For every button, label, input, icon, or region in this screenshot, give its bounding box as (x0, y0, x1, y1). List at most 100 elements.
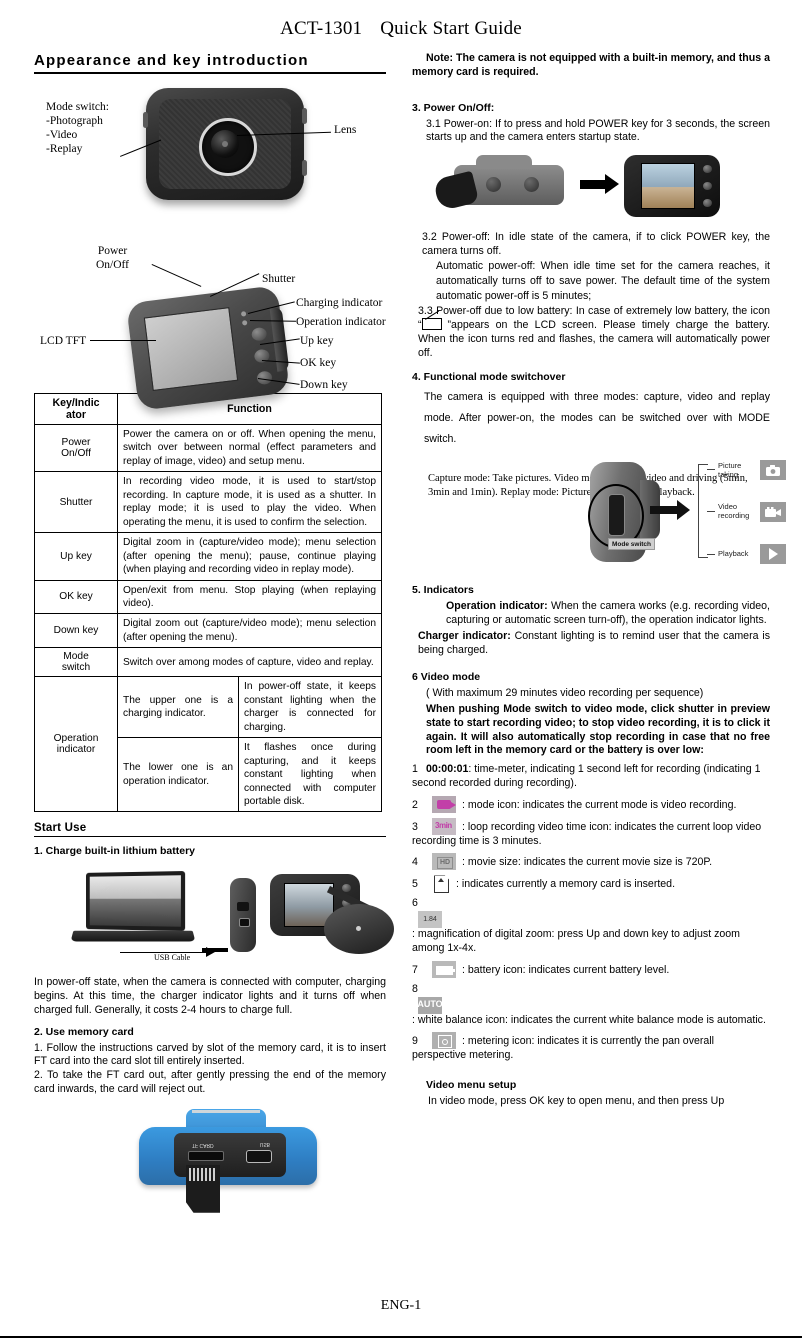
video-mode-heading: 6 Video mode (412, 671, 481, 684)
low-battery-text-part1: 3.3 Power-off due to low battery: In cas… (418, 304, 770, 332)
laptop-base (70, 931, 196, 942)
osd-text-5: : indicates currently a memory card is i… (456, 878, 676, 891)
row-key-power: Power On/Off (34, 423, 118, 473)
usb-cable-label: USB Cable (154, 953, 191, 963)
hand-pressing-power (432, 170, 480, 212)
row-key-power-line2: On/Off (61, 448, 91, 460)
power-leader-line (151, 264, 202, 287)
operation-indicator-paragraph: Operation indicator: When the camera wor… (446, 600, 770, 628)
mode-switch-illustration: Capture mode: Take pictures. Video mode:… (412, 456, 786, 572)
guide-name: Quick Start Guide (380, 18, 522, 39)
low-battery-text-part2: ”appears on the LCD screen. Please timel… (418, 319, 770, 359)
osd-number-3: 3 (412, 820, 418, 833)
charging-illustration: USB Cable (34, 864, 394, 972)
row-key-operation-line2: indicator (56, 744, 96, 756)
memory-note: Note: The camera is not equipped with a … (412, 52, 770, 78)
right-column: Note: The camera is not equipped with a … (412, 52, 786, 1109)
camera-dial-right (524, 177, 539, 193)
osd-text-4: : movie size: indicates the current movi… (462, 856, 713, 869)
osd-text-2: : mode icon: indicates the current mode … (462, 798, 737, 811)
row-key-operation-line1: Operation (53, 733, 99, 745)
camera-top-strip (192, 1109, 260, 1113)
memory-card-icon (432, 875, 450, 894)
mode-switch-arrow (650, 500, 690, 521)
camera-powered-on (624, 155, 720, 218)
power-on-arrow (580, 174, 619, 195)
row-key-up: Up key (34, 532, 118, 581)
tf-memory-card (186, 1164, 220, 1213)
osd-item-5: 5: indicates currently a memory card is … (412, 875, 770, 894)
operation-indicator-text: When the camera works (e.g. recording vi… (446, 600, 770, 627)
charger-indicator-paragraph: Charger indicator: Constant lighting is … (418, 630, 770, 658)
up-key-button[interactable] (250, 326, 268, 342)
osd-text-1: : time-meter, indicating 1 second left f… (412, 763, 761, 789)
auto-power-off-text: Automatic power-off: When idle time set … (436, 259, 770, 303)
table-header-key-line1: Key/Indic (52, 397, 100, 409)
row-key-operation-indicator: Operation indicator (34, 676, 118, 813)
operation-callout-label: Operation indicator (296, 316, 386, 328)
laptop-lid (86, 871, 186, 932)
charging-indicator-led (240, 311, 247, 317)
page-title: ACT-1301 Quick Start Guide (0, 18, 802, 40)
row-function-down: Digital zoom out (capture/video mode); m… (117, 613, 382, 649)
power-off-text: 3.2 Power-off: In idle state of the came… (422, 231, 770, 257)
charger-indicator-text: Constant lighting is to remind user that… (418, 629, 770, 656)
key-function-table: Key/Indic ator Function Power On/Off Pow… (34, 393, 382, 813)
operation-indicator-label: Operation indicator: (446, 600, 548, 613)
model-number: ACT-1301 (280, 18, 363, 39)
camera-side-button-right-2 (302, 160, 307, 176)
tf-card-port-label: TF CARD (192, 1141, 214, 1148)
play-icon (760, 544, 786, 565)
table-row: Shutter In recording video mode, it is u… (34, 471, 382, 534)
osd-number-1: 1 (412, 763, 418, 776)
memory-card-item-1: 1. Follow the instructions carved by slo… (34, 1041, 386, 1068)
osd-number-2: 2 (412, 798, 418, 811)
camera-side-button-right (302, 108, 307, 124)
mode-switch-callout-label: Mode switch: -Photograph -Video -Replay (46, 101, 109, 156)
charge-description: In power-off state, when the camera is c… (34, 976, 386, 1016)
memory-card-item-2: 2. To take the FT card out, after gently… (34, 1069, 386, 1096)
video-menu-heading: Video menu setup (426, 1079, 517, 1092)
white-balance-icon: AUTO (417, 996, 443, 1014)
osd-number-4: 4 (412, 856, 418, 869)
loop-time-value: 3min (435, 820, 452, 830)
usb-arrow-shaft (202, 948, 228, 953)
osd-text-8: : white balance icon: indicates the curr… (412, 1013, 766, 1026)
camera-icon (760, 460, 786, 481)
osd-number-8: 8 (412, 982, 418, 995)
osd-item-7: 7: battery icon: indicates current batte… (412, 960, 770, 978)
camera-button-small (342, 884, 351, 893)
low-battery-power-off-text: 3.3 Power-off due to low battery: In cas… (418, 305, 770, 361)
row-key-mode: Mode switch (34, 647, 118, 678)
up-key-callout-label: Up key (300, 335, 334, 347)
camera-button-small (342, 899, 351, 908)
bottom-camera-illustration: TF CARD USB (34, 1103, 386, 1223)
operation-sub-label-lower: The lower one is an operation indicator. (117, 737, 239, 813)
row-key-ok: OK key (34, 579, 118, 615)
lens-ring (199, 118, 257, 176)
usb-connector (246, 1149, 272, 1163)
camera-side-view (230, 878, 256, 953)
mode-switch-tag: Mode switch (608, 538, 656, 551)
laptop-icon (70, 871, 196, 946)
page-footer: ENG-1 (380, 1298, 422, 1313)
osd-text-6: : magnification of digital zoom: press U… (412, 928, 740, 955)
camera-back-body (125, 285, 291, 411)
osd-text-9: : metering icon: indicates it is current… (412, 1035, 715, 1062)
camera-lcd-screen (143, 307, 239, 392)
table-row: Down key Digital zoom out (capture/video… (34, 613, 382, 649)
osd-item-2: 2 : mode icon: indicates the current mode… (412, 795, 770, 813)
osd-number-6: 6 (412, 897, 418, 910)
white-balance-value: AUTO (417, 999, 443, 1010)
mode-option-dash-3 (707, 554, 715, 556)
time-meter-value: 00:00:01 (426, 763, 469, 776)
row-function-ok: Open/exit from menu. Stop playing (when … (117, 579, 382, 615)
back-camera-diagram: Power On/Off Shutter Charging indicator … (34, 245, 386, 411)
low-battery-icon (421, 310, 448, 331)
table-row: Operation indicator The upper one is a c… (34, 676, 382, 813)
